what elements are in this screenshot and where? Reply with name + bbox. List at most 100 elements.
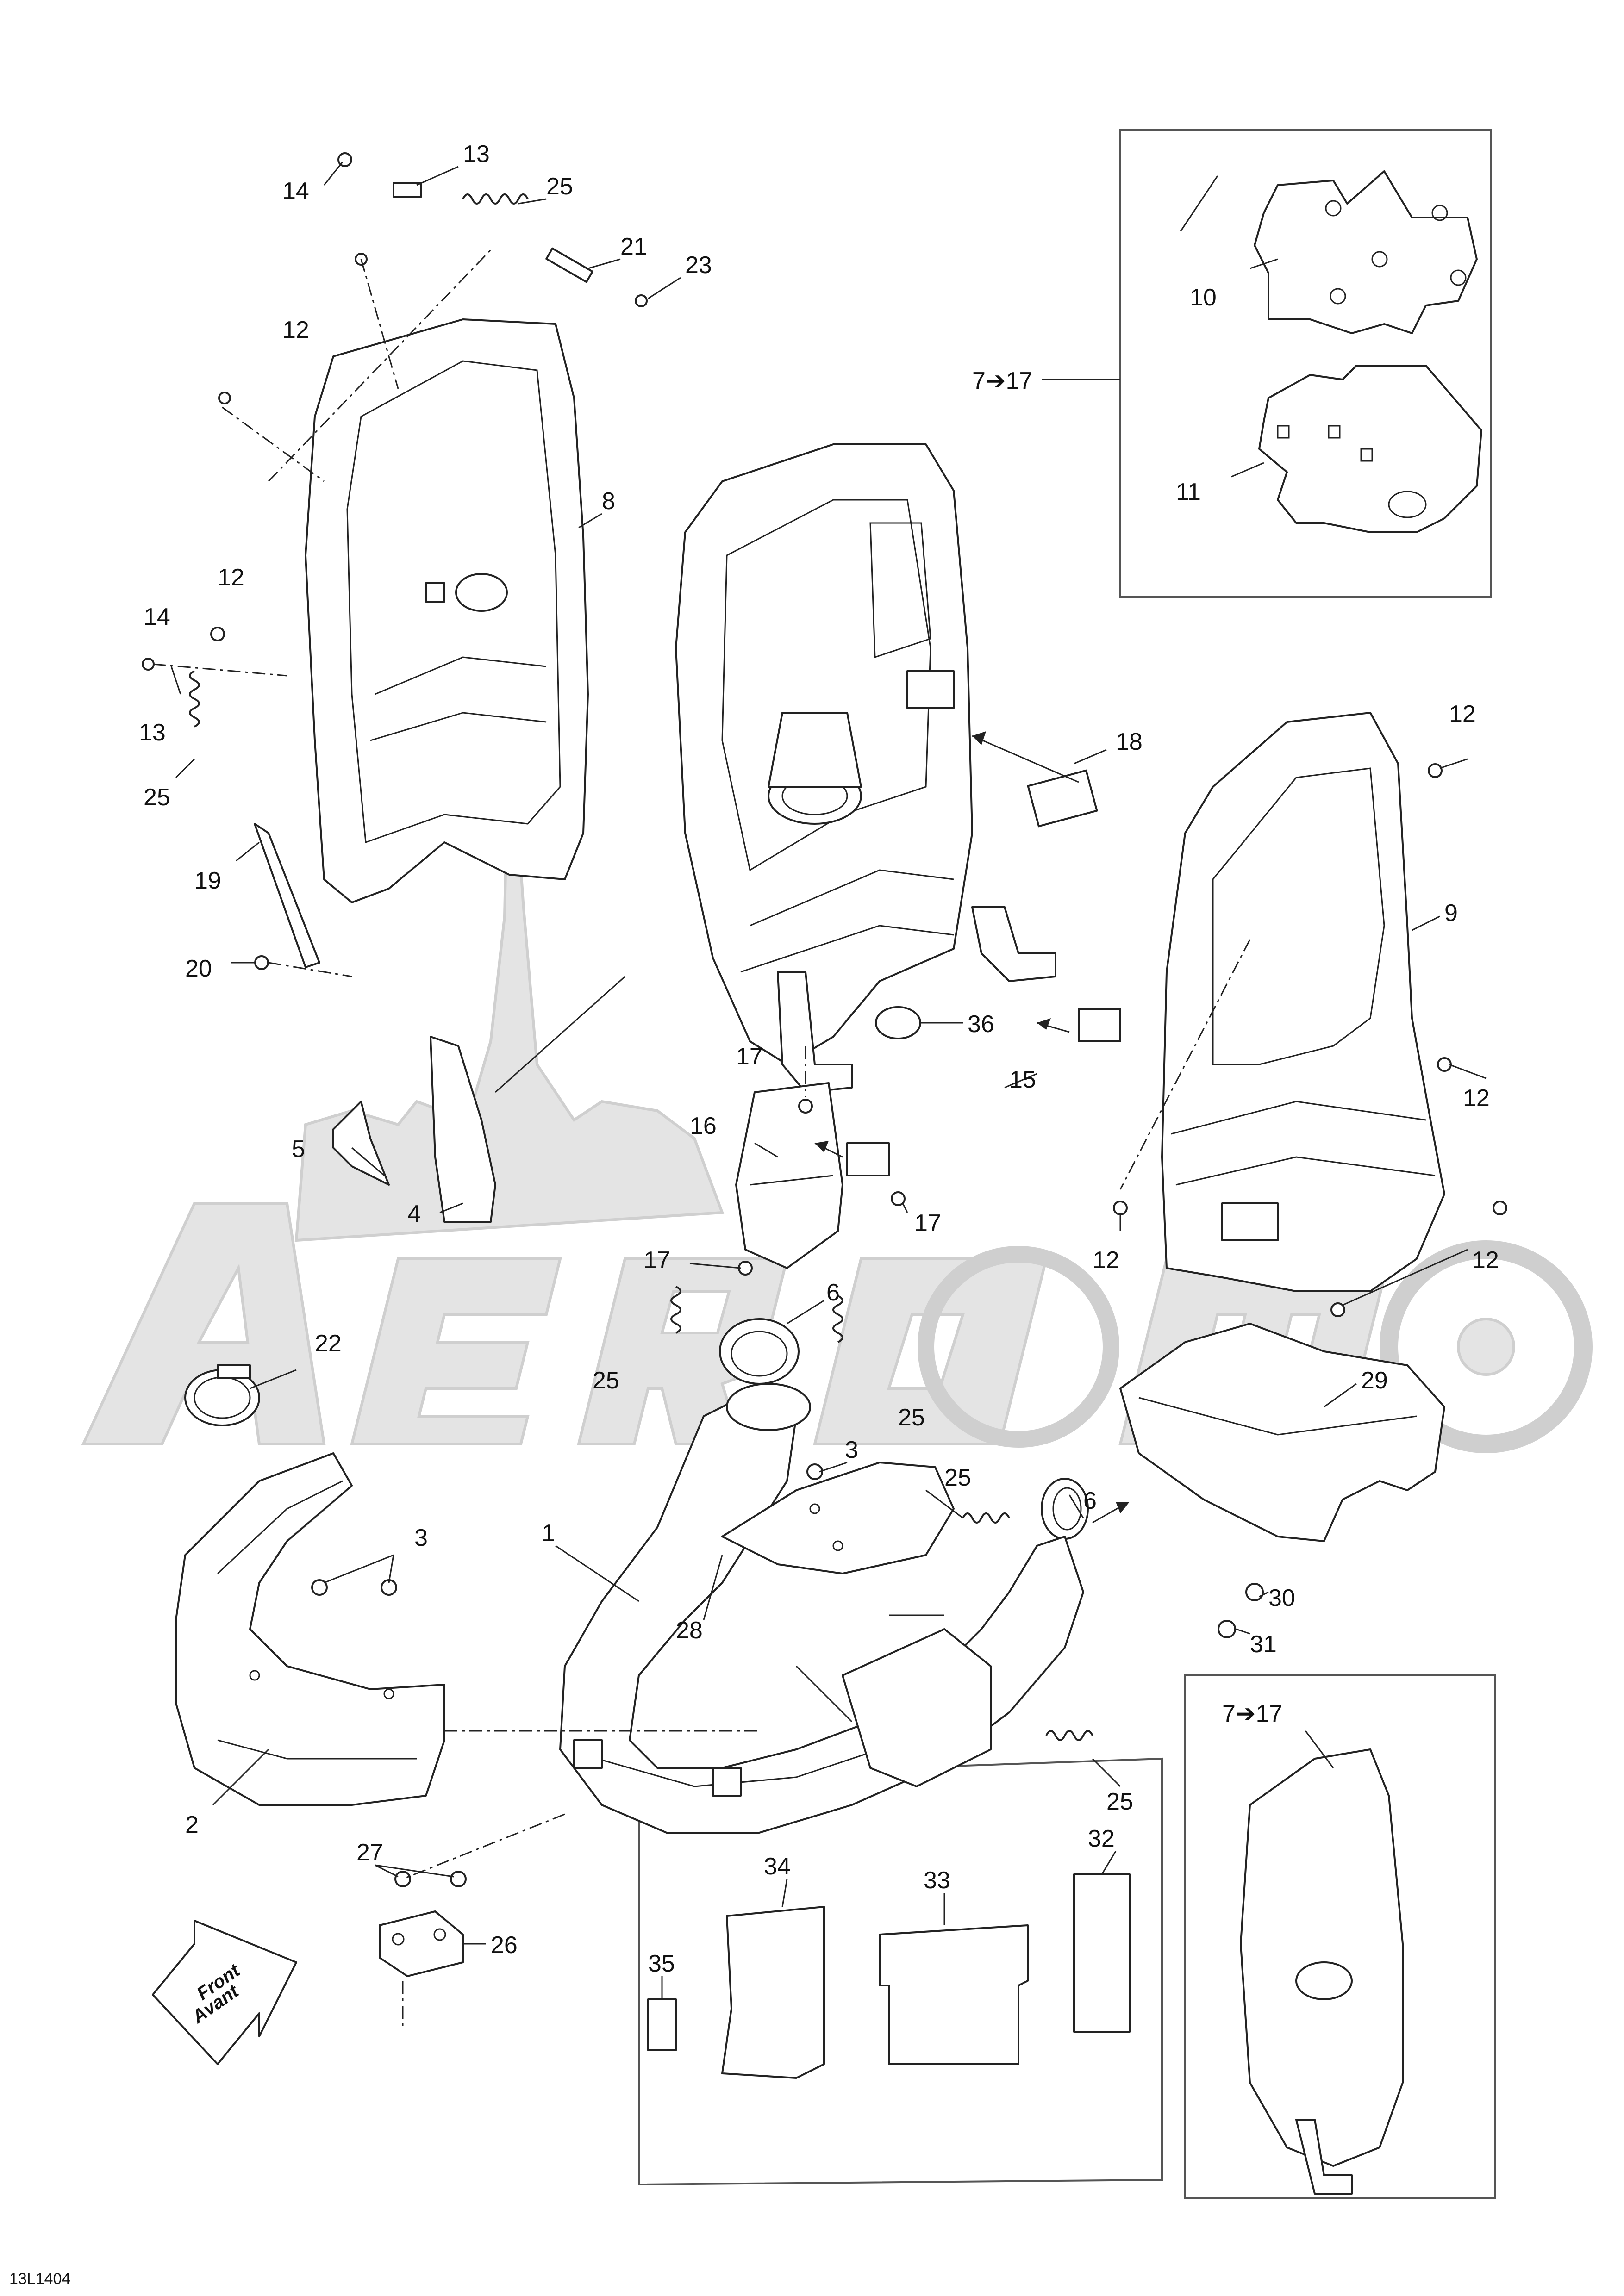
leader-line (819, 1462, 848, 1473)
callout-26: 26 (491, 1932, 518, 1959)
heat-shield-29-fold (1138, 1397, 1417, 1436)
screw-27 (394, 1871, 411, 1887)
rivet-3 (311, 1579, 328, 1596)
muffler-7-bracket-right (971, 906, 1056, 982)
deflector-5 (332, 1101, 390, 1186)
exhaust-pipe-1-inlet (726, 1383, 811, 1431)
callout-22: 22 (315, 1330, 342, 1357)
muffler-7-panel (721, 499, 931, 871)
leader-line (375, 1864, 454, 1878)
screw-31 (1218, 1620, 1236, 1638)
exhaust-pipe-1 (559, 1388, 1084, 1834)
heat-shield-cover-8-rim (370, 656, 547, 741)
pipe-heat-shield-2 (175, 1452, 445, 1806)
bracket-26 (379, 1910, 464, 1977)
callout-18: 18 (1116, 728, 1143, 755)
screw-20 (254, 955, 269, 970)
muffler-7-mount-tab (906, 670, 955, 709)
leader-line (1180, 175, 1218, 232)
heat-shield-cover-8 (305, 318, 589, 903)
grommet-12-right (1428, 763, 1443, 778)
leader-line (324, 1554, 394, 1584)
arrow-head (1037, 1018, 1051, 1030)
callout-10: 10 (1190, 284, 1217, 311)
center-line (1119, 939, 1251, 1190)
pipe-heat-shield-28-hole (809, 1503, 820, 1514)
leader-line (1449, 1064, 1487, 1079)
callout-labels: 1 2 3 3 4 5 6 6 7➔17 7➔17 8 9 10 11 12 1… (139, 141, 1499, 1977)
leader-line (648, 277, 681, 299)
assembled-muffler-inlet (1295, 1961, 1353, 2000)
leader-line (1074, 749, 1107, 765)
retainer-15 (1078, 1008, 1121, 1042)
leader-line (1004, 1073, 1037, 1089)
callout-33: 33 (924, 1867, 950, 1894)
leader-line (1259, 1591, 1269, 1598)
grommet-12-right (1113, 1201, 1128, 1215)
watermark (81, 694, 1593, 1453)
center-line (152, 663, 287, 677)
spring-25 (189, 670, 200, 728)
leader-line (1439, 758, 1468, 769)
strap-21 (545, 247, 593, 283)
watermark-wheel-hub (1457, 1318, 1515, 1376)
decal-10-hole (1325, 200, 1342, 217)
callout-25: 25 (593, 1367, 619, 1394)
leader-line (902, 1203, 908, 1213)
pipe-heat-shield-2-hole (249, 1670, 260, 1681)
insulation-35 (647, 1998, 677, 2051)
arrow-head (972, 731, 986, 745)
bracket-13-left (170, 666, 181, 695)
bracket-26-hole (392, 1933, 405, 1946)
decal-10 (1254, 170, 1478, 334)
grommet-17 (738, 1261, 753, 1276)
callout-3: 3 (414, 1524, 428, 1551)
arrow-head (815, 1141, 829, 1152)
callout-15: 15 (1009, 1066, 1036, 1093)
leader-line (439, 1202, 463, 1213)
callout-7-17: 7➔17 (972, 367, 1032, 394)
retainer-15 (846, 1142, 890, 1176)
callout-21: 21 (620, 233, 647, 260)
spring-25 (462, 193, 529, 205)
leader-line (587, 258, 621, 269)
callout-5: 5 (292, 1136, 305, 1163)
decal-set-box (1119, 129, 1492, 598)
leader-line (1101, 1851, 1117, 1875)
leader-line (495, 976, 625, 1093)
leader-line (212, 1748, 269, 1806)
leader-line (1324, 1383, 1357, 1408)
decal-10-hole (1431, 205, 1448, 221)
callout-23: 23 (685, 252, 712, 279)
heat-shield-cover-8-clip (425, 582, 445, 603)
strap-19 (254, 823, 320, 968)
leader-line (1342, 1249, 1468, 1306)
center-line (402, 1813, 565, 1880)
leader-line (703, 1555, 723, 1620)
heat-shield-29 (1119, 1323, 1445, 1542)
callout-6: 6 (826, 1279, 840, 1306)
leader-line (1092, 1758, 1121, 1787)
callout-14: 14 (282, 178, 309, 205)
callout-30: 30 (1268, 1585, 1295, 1612)
callout-2: 2 (185, 1811, 199, 1838)
leader-line (1231, 462, 1264, 478)
callout-12: 12 (218, 564, 244, 591)
grommet-12-right (1330, 1302, 1345, 1317)
pipe-shield-16-fold (750, 1175, 834, 1186)
callout-27: 27 (356, 1839, 383, 1866)
leader-line (175, 758, 195, 778)
exhaust-pipe-1-tab (573, 1739, 603, 1769)
callout-28: 28 (676, 1617, 703, 1644)
leader-line (555, 1545, 639, 1602)
callout-16: 16 (690, 1113, 717, 1139)
watermark-wheel (1380, 1240, 1593, 1453)
pipe-heat-shield-2-hole (383, 1688, 394, 1699)
exhaust-pipe-1-seam (597, 1665, 908, 1787)
decal-11-slot (1277, 425, 1290, 439)
leader-line (323, 162, 344, 186)
pipe-heat-shield-28 (721, 1462, 955, 1574)
leader-line (925, 1489, 963, 1519)
muffler-7-pocket (869, 522, 931, 659)
